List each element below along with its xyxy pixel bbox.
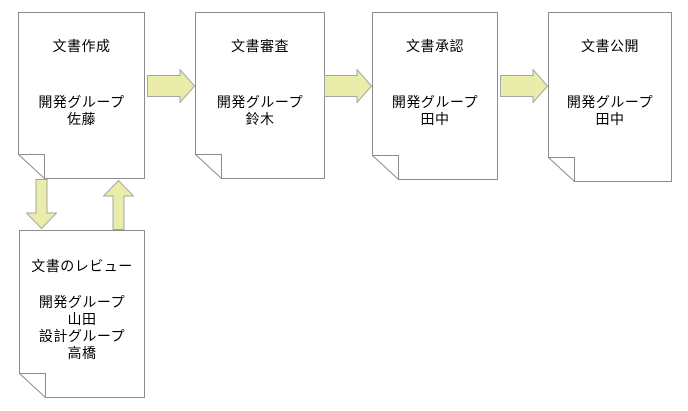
role-group: 開発グループ xyxy=(216,94,304,110)
role-group: 開発グループ xyxy=(566,94,654,110)
document-shape xyxy=(548,12,672,182)
node-roles: 開発グループ 田中 xyxy=(548,94,672,128)
doc-node-document-review: 文書のレビュー 開発グループ 山田 設計グループ 高橋 xyxy=(19,230,145,398)
flow-arrow-right-create-to-examine xyxy=(147,69,195,103)
role-person: 山田 xyxy=(67,311,97,327)
flow-arrow-right-approve-to-publish xyxy=(500,69,548,103)
document-shape xyxy=(372,12,498,180)
document-shape xyxy=(18,12,145,179)
role-group: 設計グループ xyxy=(38,328,126,344)
role-person: 田中 xyxy=(420,111,450,127)
flow-arrow-down-create-to-review xyxy=(26,179,57,229)
document-shape xyxy=(195,12,325,179)
role-group: 開発グループ xyxy=(38,94,125,110)
doc-node-create: 文書作成 開発グループ 佐藤 xyxy=(18,12,145,179)
node-roles: 開発グループ 山田 設計グループ 高橋 xyxy=(19,294,145,362)
node-title: 文書審査 xyxy=(231,38,289,54)
node-roles: 開発グループ 佐藤 xyxy=(18,94,145,128)
doc-node-publish: 文書公開 開発グループ 田中 xyxy=(548,12,672,182)
doc-node-examine: 文書審査 開発グループ 鈴木 xyxy=(195,12,325,179)
node-title: 文書作成 xyxy=(52,38,111,54)
node-title: 文書公開 xyxy=(581,38,639,54)
role-group: 開発グループ xyxy=(38,294,126,310)
document-shape xyxy=(19,230,145,398)
node-title: 文書のレビュー xyxy=(31,258,133,274)
role-person: 田中 xyxy=(595,111,625,127)
role-person: 鈴木 xyxy=(245,111,275,127)
role-person: 高橋 xyxy=(67,345,97,361)
doc-node-approve: 文書承認 開発グループ 田中 xyxy=(372,12,498,180)
flow-arrow-right-examine-to-approve xyxy=(324,69,372,103)
node-roles: 開発グループ 田中 xyxy=(372,94,498,128)
role-person: 佐藤 xyxy=(67,111,96,127)
node-title: 文書承認 xyxy=(406,38,464,54)
flow-arrow-up-review-to-create xyxy=(103,180,134,230)
node-roles: 開発グループ 鈴木 xyxy=(195,94,325,128)
role-group: 開発グループ xyxy=(391,94,479,110)
